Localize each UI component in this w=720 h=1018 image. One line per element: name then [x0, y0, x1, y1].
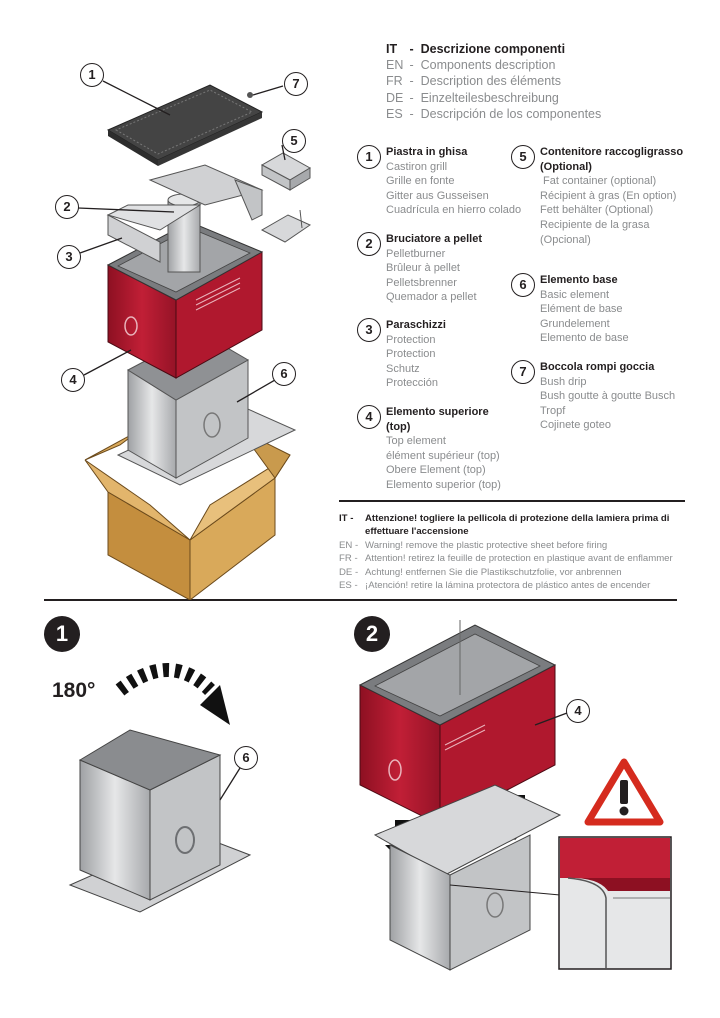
component-main-label: Bruciatore a pellet	[386, 233, 482, 245]
component-translation: Protection	[386, 348, 436, 361]
callout-2: 2	[55, 195, 79, 219]
component-translation: Cuadrícula en hierro colado	[386, 204, 522, 217]
warning-line-en: EN -Warning! remove the plastic protecti…	[339, 539, 608, 551]
splash-guard	[106, 204, 202, 263]
header-row-en: EN - Components description	[386, 58, 556, 73]
component-translation: Castiron grill	[386, 160, 448, 173]
component-main-label: Elemento superiore	[386, 406, 489, 418]
divider-full	[44, 599, 677, 601]
component-main-label: Boccola rompi goccia	[540, 361, 655, 373]
header-row-fr: FR - Description des éléments	[386, 74, 561, 89]
divider	[339, 500, 685, 502]
component-translation: Gitter aus Gusseisen	[386, 189, 489, 202]
component-translation: Tropf	[540, 404, 566, 417]
component-main-label: Contenitore raccogligrasso	[540, 146, 684, 158]
detail-zoom-inset	[558, 836, 672, 970]
callout-7: 7	[284, 72, 308, 96]
component-translation: Obere Element (top)	[386, 464, 486, 477]
component-translation: (Opcional)	[540, 233, 591, 246]
component-translation: Schutz	[386, 362, 420, 375]
component-translation: Fett behälter (Optional)	[540, 204, 654, 217]
component-translation: Bush drip	[540, 375, 587, 388]
component-number: 2	[357, 232, 381, 256]
component-number: 1	[357, 145, 381, 169]
component-translation: Brûleur à pellet	[386, 262, 460, 275]
warning-triangle-icon	[584, 758, 664, 826]
component-translation: Elemento de base	[540, 332, 629, 345]
cardboard-box	[84, 429, 291, 600]
callout-1: 1	[80, 63, 104, 87]
exploded-view-illustration	[77, 80, 312, 600]
component-translation: Protection	[386, 333, 436, 346]
callout-6: 6	[272, 362, 296, 386]
component-translation: Elément de base	[540, 303, 623, 316]
component-translation: Pelletburner	[386, 247, 446, 260]
component-translation: Recipiente de la grasa	[540, 218, 650, 231]
header-row-it: IT - Descrizione componenti	[386, 42, 566, 56]
step-2-illustration	[358, 620, 568, 971]
warning-line-de: DE -Achtung! entfernen Sie die Plastiksc…	[339, 566, 622, 578]
rotation-arrow	[115, 663, 230, 725]
component-main-label-2: (Optional)	[540, 160, 592, 173]
step-2-number: 2	[354, 616, 390, 652]
warning-line-fr: FR -Attention! retirez la feuille de pro…	[339, 553, 673, 565]
warning-line-it-2: effettuare l'accensione	[365, 526, 469, 538]
component-translation: Quemador a pellet	[386, 291, 477, 304]
component-translation: Basic element	[540, 288, 610, 301]
leader-lines	[77, 80, 286, 403]
component-translation: Cojinete goteo	[540, 419, 611, 432]
component-main-label: Paraschizzi	[386, 319, 446, 331]
component-translation: Top element	[386, 435, 446, 448]
component-translation: élément supérieur (top)	[386, 449, 500, 462]
component-translation: Grundelement	[540, 317, 610, 330]
component-number: 4	[357, 405, 381, 429]
component-main-label-2: (top)	[386, 420, 411, 433]
component-number: 7	[511, 360, 535, 384]
component-translation: Fat container (optional)	[540, 175, 657, 188]
step-1-illustration	[68, 663, 252, 913]
castiron-grill	[106, 84, 264, 166]
components-header: IT - Descrizione componenti EN - Compone…	[386, 41, 601, 122]
rotation-angle-label: 180°	[52, 679, 96, 702]
callout-4: 4	[61, 368, 85, 392]
component-translation: Grille en fonte	[386, 175, 455, 188]
warning-line-es: ES -¡Atención! retire la lámina protecto…	[339, 580, 651, 592]
bush-drip-part	[247, 92, 253, 98]
step-1-number: 1	[44, 616, 80, 652]
fat-container	[260, 152, 311, 191]
component-translation: Bush goutte à goutte Busch	[540, 390, 676, 403]
component-main-label: Piastra in ghisa	[386, 146, 468, 158]
component-number: 6	[511, 273, 535, 297]
component-translation: Elemento superior (top)	[386, 478, 501, 491]
component-translation: Protección	[386, 377, 438, 390]
component-number: 3	[357, 318, 381, 342]
callout-5: 5	[282, 129, 306, 153]
header-row-de: DE - Einzelteilesbeschreibung	[386, 90, 559, 105]
warning-line-it: IT -Attenzione! togliere la pellicola di…	[339, 513, 670, 524]
callout-step2-4: 4	[566, 699, 590, 723]
callout-3: 3	[57, 245, 81, 269]
warning-block: IT -Attenzione! togliere la pellicola di…	[339, 512, 673, 592]
fat-container-bracket	[260, 209, 312, 243]
component-number: 5	[511, 145, 535, 169]
component-translation: Pelletsbrenner	[386, 276, 457, 289]
component-translation: Récipient à gras (En option)	[540, 189, 677, 202]
header-row-es: ES - Descripción de los componentes	[386, 106, 602, 121]
callout-step1-6: 6	[234, 746, 258, 770]
component-main-label: Elemento base	[540, 274, 618, 286]
